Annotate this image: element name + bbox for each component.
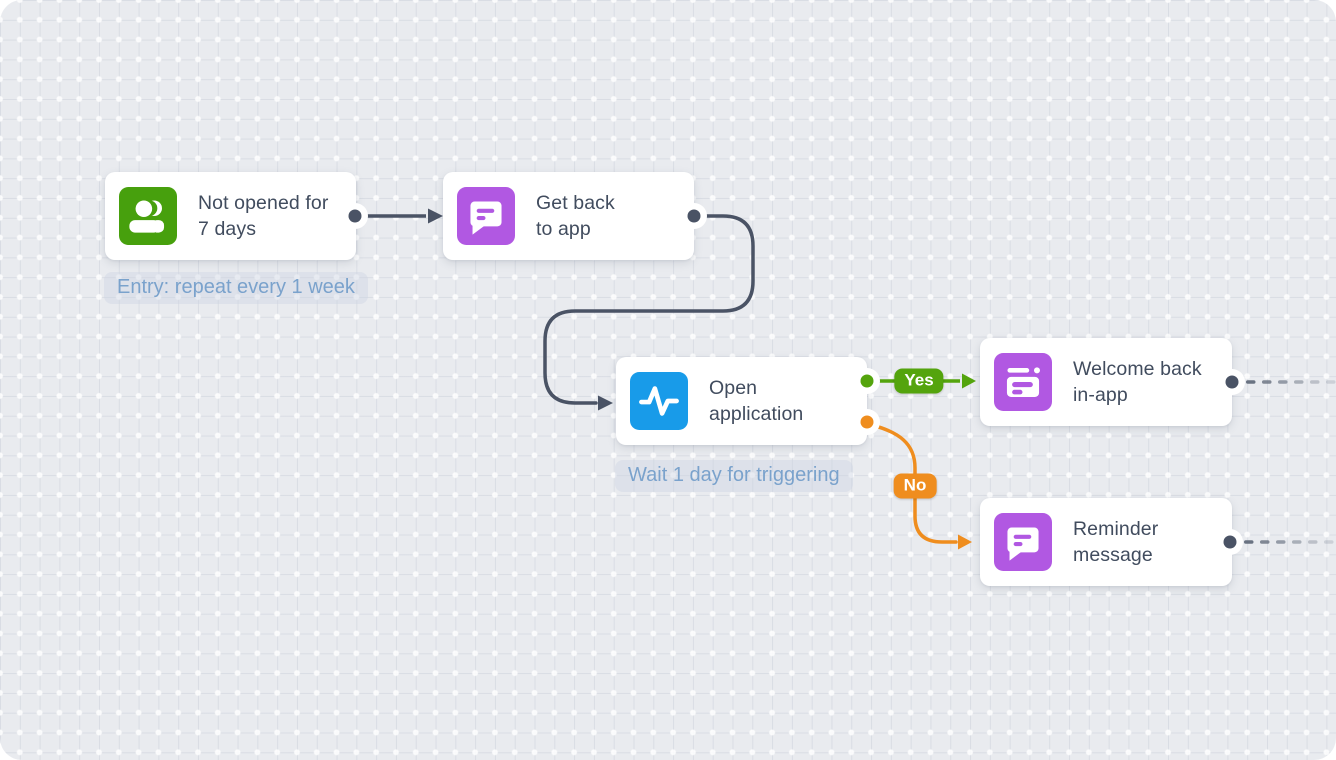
activity-pulse-icon bbox=[630, 372, 688, 430]
arrowhead-green bbox=[962, 373, 976, 389]
arrowhead-dark bbox=[428, 208, 443, 224]
node-trigger-segment[interactable]: Not opened for 7 days bbox=[105, 172, 356, 260]
output-handle-yes[interactable] bbox=[860, 374, 874, 388]
node-title: Not opened for 7 days bbox=[198, 192, 329, 240]
output-handle-welcome[interactable] bbox=[1225, 375, 1239, 389]
node-open-application-condition[interactable]: Open application bbox=[616, 357, 867, 445]
yes-branch-badge: Yes bbox=[894, 368, 944, 394]
arrowhead-orange bbox=[958, 534, 972, 550]
in-app-message-icon bbox=[994, 353, 1052, 411]
output-handle-no[interactable] bbox=[860, 415, 874, 429]
node-title: Open application bbox=[709, 377, 804, 425]
node-title: Get back to app bbox=[536, 192, 615, 240]
edge-dashed-reminder bbox=[1244, 540, 1334, 544]
chat-message-icon bbox=[457, 187, 515, 245]
output-handle-reminder[interactable] bbox=[1223, 535, 1237, 549]
chat-message-icon bbox=[994, 513, 1052, 571]
arrowhead-dark bbox=[598, 395, 613, 411]
node-title: Reminder message bbox=[1073, 518, 1159, 566]
node-get-back-message[interactable]: Get back to app bbox=[443, 172, 694, 260]
edge-dashed-welcome bbox=[1246, 380, 1336, 384]
users-icon bbox=[119, 187, 177, 245]
annotation-entry-rule: Entry: repeat every 1 week bbox=[104, 272, 368, 304]
output-handle-trigger[interactable] bbox=[348, 209, 362, 223]
output-handle-getback[interactable] bbox=[687, 209, 701, 223]
node-reminder-message[interactable]: Reminder message bbox=[980, 498, 1232, 586]
no-branch-badge: No bbox=[893, 473, 937, 499]
annotation-wait-rule: Wait 1 day for triggering bbox=[615, 460, 853, 492]
node-title: Welcome back in-app bbox=[1073, 358, 1202, 406]
node-welcome-back-inapp[interactable]: Welcome back in-app bbox=[980, 338, 1232, 426]
